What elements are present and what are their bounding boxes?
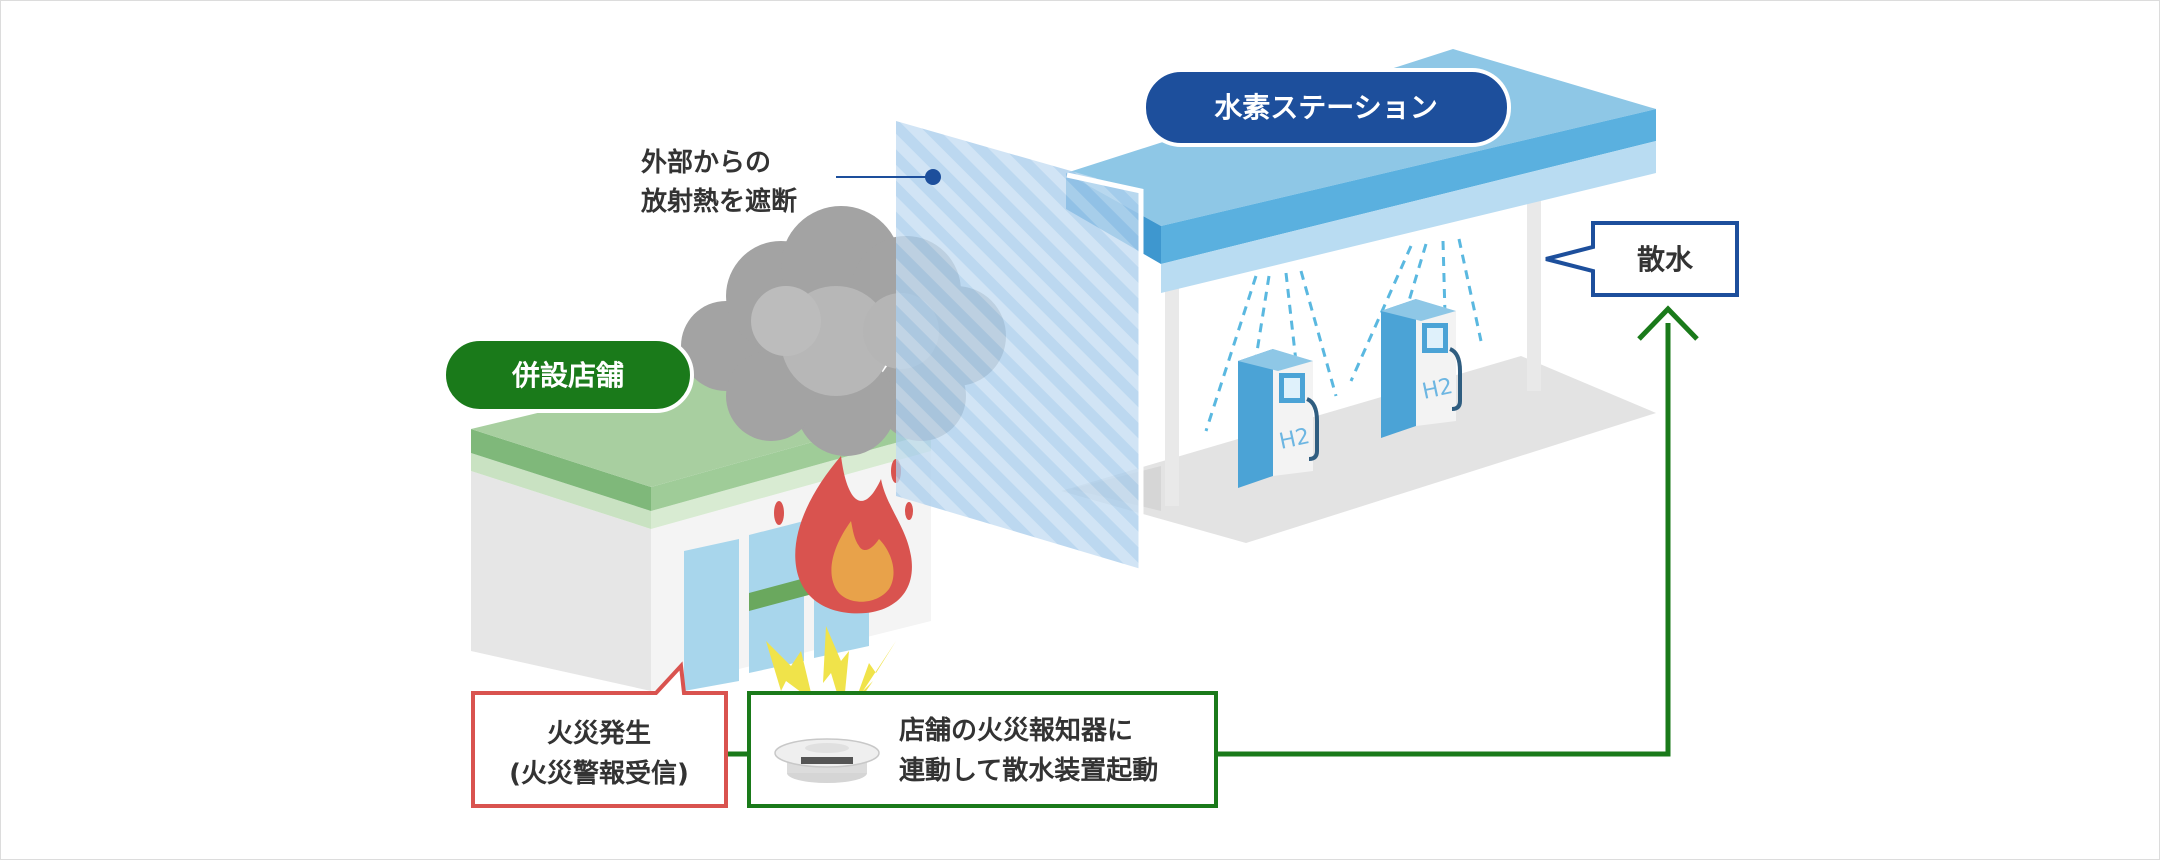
shield-label-line2: 放射熱を遮断 (640, 186, 797, 217)
dispenser-2-label: H2 (1420, 374, 1455, 405)
canopy-front-right (1161, 109, 1656, 264)
station-label: 水素ステーション (1214, 91, 1437, 124)
station-ground (1061, 356, 1656, 543)
canopy-pillar-left (1165, 261, 1179, 506)
canopy-pillar-right (1527, 201, 1541, 391)
fire-label-line2: (火災警報受信) (509, 758, 689, 789)
sprinkler-label: 散水 (1637, 243, 1694, 276)
store-label: 併設店舗 (511, 359, 624, 392)
activation-arrow-head (1637, 305, 1699, 341)
radiant-heat-shield (896, 121, 1144, 569)
detector-label-line1: 店舗の火災報知器に (899, 716, 1133, 746)
store-window-1 (684, 539, 739, 691)
activation-arrow-line (1216, 323, 1671, 757)
detector-label-line2: 連動して散水装置起動 (899, 756, 1158, 786)
station-label-pill (1142, 68, 1511, 147)
sprinkler-callout-box (1545, 221, 1739, 297)
hydrogen-dispenser-1: H2 (1238, 349, 1319, 488)
hydrogen-dispenser-2: H2 (1381, 299, 1462, 438)
fire-callout-box (471, 661, 728, 808)
canopy-underside (1161, 141, 1656, 293)
shield-label-line1: 外部からの (641, 148, 771, 178)
fire-flame (774, 456, 913, 614)
store-label-pill (442, 337, 694, 413)
dispenser-1-label: H2 (1277, 424, 1312, 455)
water-spray (1204, 238, 1483, 432)
shield-callout-dot (925, 169, 941, 185)
smoke-detector-icon (774, 738, 880, 783)
fire-label-line1: 火災発生 (547, 719, 651, 749)
